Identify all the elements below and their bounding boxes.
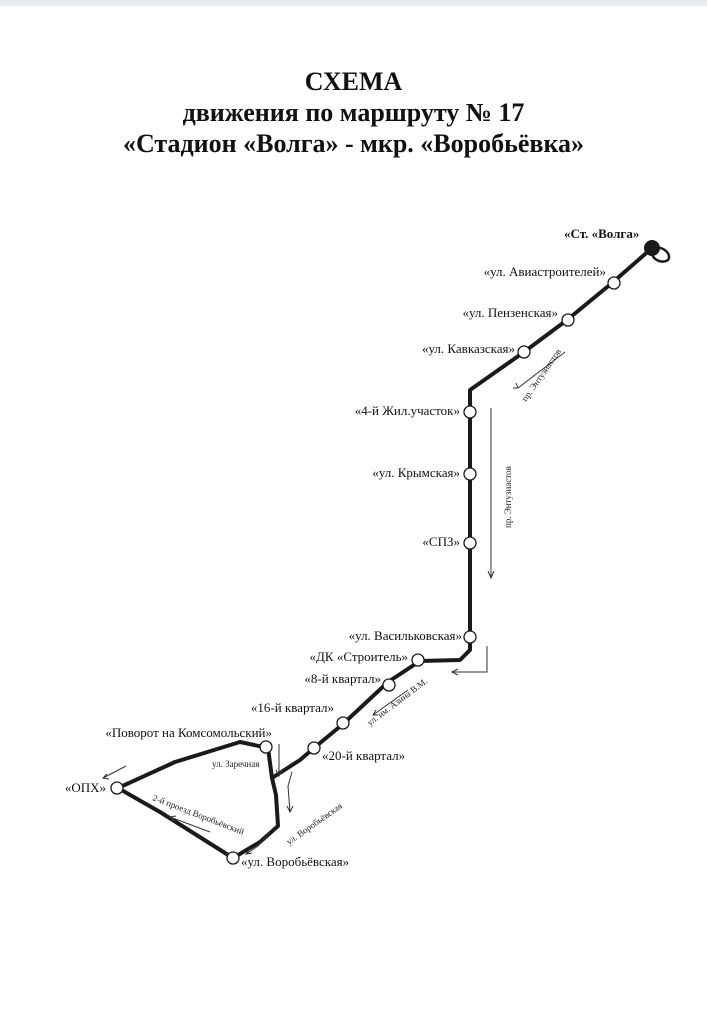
stop-label-aviastroiteley: «ул. Авиастроителей» <box>484 264 606 279</box>
terminal-stop-marker[interactable] <box>644 240 660 256</box>
street-label-entuziastov-vertical: пр. Энтузиастов <box>503 466 513 528</box>
stop-marker-kvartal16[interactable] <box>336 716 350 730</box>
title-line-1: СХЕМА <box>304 67 403 96</box>
stop-label-st-volga: «Ст. «Волга» <box>564 226 639 241</box>
stop-marker-aviastroiteley[interactable] <box>607 276 621 290</box>
direction-arrow-azina <box>372 689 409 716</box>
direction-arrow-proezd <box>168 815 211 833</box>
stop-marker-vasilkovskaya[interactable] <box>463 630 477 644</box>
terminal-loop <box>650 246 671 263</box>
top-strip <box>0 0 707 6</box>
stop-marker-dk-stroitel[interactable] <box>411 653 425 667</box>
stop-marker-vorobyevskaya[interactable] <box>226 851 240 865</box>
stop-marker-kvartal8[interactable] <box>382 678 396 692</box>
stop-label-penzenskaya: «ул. Пензенская» <box>462 305 558 320</box>
direction-arrow-vorobyevskaya-bottom <box>244 831 271 855</box>
street-label-vorobyevskaya-street: ул. Воробьёвская <box>284 801 344 847</box>
stop-marker-oph[interactable] <box>110 781 124 795</box>
scheme-title: СХЕМА движения по маршруту № 17 «Стадион… <box>0 66 707 159</box>
title-line-2: движения по маршруту № 17 <box>182 98 525 127</box>
stop-label-oph: «ОПХ» <box>65 780 106 795</box>
stop-label-kvartal8: «8-й квартал» <box>304 671 381 686</box>
stop-label-krymskaya: «ул. Крымская» <box>372 465 460 480</box>
stop-marker-kvartal20[interactable] <box>307 741 321 755</box>
stop-label-povorot: «Поворот на Комсомольский» <box>105 725 272 740</box>
stop-marker-zhiluchastok[interactable] <box>463 405 477 419</box>
stop-marker-penzenskaya[interactable] <box>561 313 575 327</box>
stop-marker-krymskaya[interactable] <box>463 467 477 481</box>
stop-label-zhiluchastok: «4-й Жил.участок» <box>355 403 460 418</box>
stop-marker-kavkazskaya[interactable] <box>517 345 531 359</box>
direction-arrow-entuziastov-diagonal <box>513 351 566 389</box>
stop-label-spz: «СПЗ» <box>422 534 460 549</box>
stop-marker-povorot[interactable] <box>259 740 273 754</box>
stop-label-vorobyevskaya: «ул. Воробьёвская» <box>241 854 349 869</box>
direction-arrow-oph <box>101 765 127 780</box>
direction-arrow-vasilkovskaya-turn <box>450 646 488 676</box>
stop-label-kvartal20: «20-й квартал» <box>322 748 405 763</box>
stop-label-kavkazskaya: «ул. Кавказская» <box>422 341 515 356</box>
stop-label-dk-stroitel: «ДК «Строитель» <box>310 649 408 664</box>
stop-label-kvartal16: «16-й квартал» <box>251 700 334 715</box>
route-line <box>116 246 654 860</box>
title-line-3: «Стадион «Волга» - мкр. «Воробьёвка» <box>122 129 585 158</box>
direction-arrow-zarechnaya <box>275 744 283 778</box>
direction-arrow-entuziastov-vertical <box>487 408 495 580</box>
stop-label-vasilkovskaya: «ул. Васильковская» <box>349 628 462 643</box>
street-label-zarechnaya: ул. Заречная <box>212 759 259 769</box>
stop-marker-spz[interactable] <box>463 536 477 550</box>
direction-arrow-vorobyevskaya-street <box>286 771 294 814</box>
